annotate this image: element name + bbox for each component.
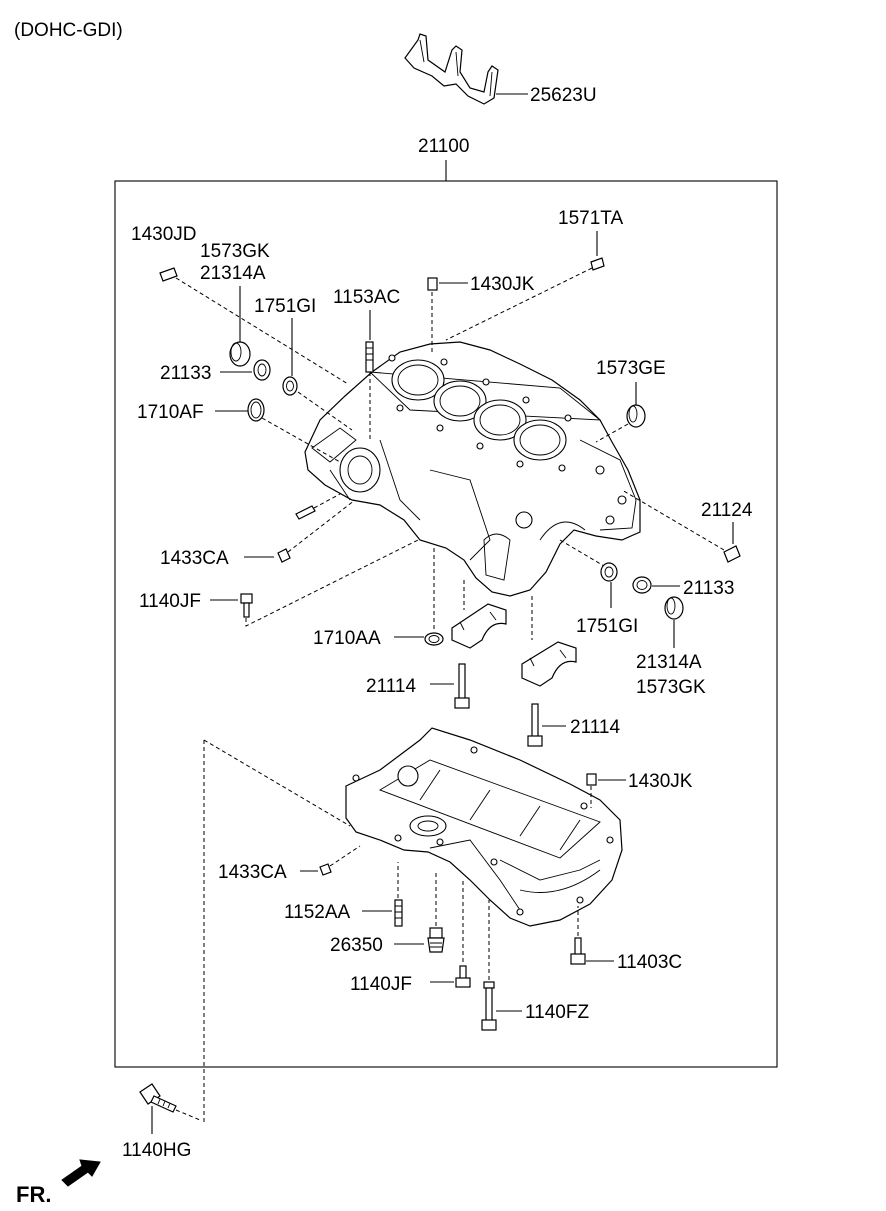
callout-26350[interactable]: 26350 — [330, 935, 383, 956]
plug-cap-1573ge[interactable] — [626, 404, 646, 428]
gasket-25623u[interactable] — [404, 33, 499, 105]
callout-21124[interactable]: 21124 — [701, 500, 753, 521]
callout-1573gk-lower[interactable]: 1573GK — [636, 677, 706, 698]
callout-1710aa[interactable]: 1710AA — [313, 628, 381, 649]
callout-1140hg[interactable]: 1140HG — [122, 1140, 191, 1161]
callout-11403c[interactable]: 11403C — [617, 952, 682, 973]
callout-1571ta[interactable]: 1571TA — [558, 208, 623, 229]
oil-pressure-switch-26350[interactable] — [427, 927, 445, 953]
seal-ring-1751gi-upper[interactable] — [282, 376, 298, 396]
dowel-pin-1571ta[interactable] — [590, 257, 605, 271]
engine-variant-label: (DOHC-GDI) — [14, 20, 123, 41]
bolt-1140hg[interactable] — [139, 1083, 177, 1113]
stud-1152aa[interactable] — [394, 899, 403, 927]
bolt-21114-right[interactable] — [527, 703, 543, 747]
callout-1430jd[interactable]: 1430JD — [131, 224, 197, 245]
callout-1140jf-upper[interactable]: 1140JF — [139, 591, 201, 612]
assembly-label-21100[interactable]: 21100 — [418, 136, 469, 157]
plug-21133-lower[interactable] — [632, 576, 652, 594]
plug-21133-upper[interactable] — [253, 359, 271, 381]
callout-1140jf-lower[interactable]: 1140JF — [350, 974, 412, 995]
bolt-21114-left[interactable] — [454, 663, 470, 709]
plug-1433ca-upper[interactable] — [277, 548, 291, 563]
bolt-1140jf-upper[interactable] — [240, 593, 253, 618]
callout-1430jk-lower[interactable]: 1430JK — [628, 771, 693, 792]
callout-21133-lower[interactable]: 21133 — [683, 578, 734, 599]
callout-1573ge[interactable]: 1573GE — [596, 358, 666, 379]
front-arrow-icon — [61, 1159, 101, 1187]
o-ring-1710aa[interactable] — [424, 632, 444, 646]
callout-1433ca-lower[interactable]: 1433CA — [218, 862, 287, 883]
callout-1573gk-upper[interactable]: 1573GK — [200, 241, 270, 262]
callout-21133-upper[interactable]: 21133 — [160, 363, 211, 384]
cylinder-block[interactable] — [304, 341, 641, 597]
stud-front — [295, 505, 316, 520]
callout-1430jk-upper[interactable]: 1430JK — [470, 274, 535, 295]
callout-25623u[interactable]: 25623U — [530, 85, 597, 106]
callout-21114-right[interactable]: 21114 — [570, 717, 620, 738]
stud-1153ac[interactable] — [365, 341, 374, 373]
bearing-cap-left[interactable] — [451, 603, 507, 649]
bolt-1140jf-lower[interactable] — [455, 965, 471, 988]
dowel-pin-21124[interactable] — [723, 545, 741, 563]
callout-1751gi-upper[interactable]: 1751GI — [254, 296, 316, 317]
callout-21114-left[interactable]: 21114 — [366, 676, 416, 697]
bearing-cap-right[interactable] — [521, 641, 577, 687]
callout-1710af[interactable]: 1710AF — [137, 402, 204, 423]
dowel-pin-1430jk-upper[interactable] — [427, 277, 438, 291]
assembly-frame — [114, 180, 778, 1068]
bolt-11403c[interactable] — [570, 937, 586, 965]
lower-crankcase[interactable] — [345, 727, 623, 927]
callout-1153ac[interactable]: 1153AC — [333, 287, 400, 308]
plug-1433ca-lower[interactable] — [319, 863, 332, 876]
callout-1152aa[interactable]: 1152AA — [284, 902, 351, 923]
dowel-pin-1430jk-lower[interactable] — [586, 773, 597, 786]
callout-1751gi-lower[interactable]: 1751GI — [576, 616, 638, 637]
callout-21314a-upper[interactable]: 21314A — [200, 263, 266, 284]
callout-1433ca-upper[interactable]: 1433CA — [160, 548, 229, 569]
dowel-pin-1430jd[interactable] — [159, 267, 178, 282]
plug-cap-21314a-upper[interactable] — [229, 341, 251, 367]
callout-21314a-lower[interactable]: 21314A — [636, 652, 702, 673]
plug-cap-21314a-lower[interactable] — [664, 596, 684, 620]
callout-1140fz[interactable]: 1140FZ — [525, 1002, 589, 1023]
o-ring-1710af[interactable] — [247, 398, 265, 422]
seal-ring-1751gi-lower[interactable] — [600, 562, 618, 582]
front-indicator-label: FR. — [16, 1182, 51, 1207]
bolt-1140fz[interactable] — [481, 981, 497, 1031]
